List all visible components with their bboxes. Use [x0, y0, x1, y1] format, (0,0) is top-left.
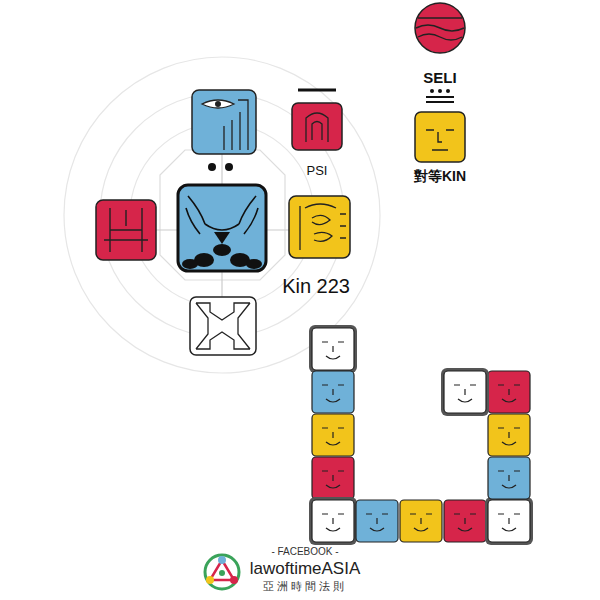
node-label: Kin 223: [282, 275, 350, 297]
glyph-tile: [485, 497, 533, 545]
node-label: PSI: [307, 164, 328, 178]
glyph-tile: [444, 500, 486, 542]
glyph-tile: [488, 371, 530, 413]
glyph-tile: [488, 457, 530, 499]
analog-kin-node: 對等KIN: [400, 86, 480, 184]
seal-node: SELI: [405, 0, 475, 86]
glyph-tile: [312, 371, 354, 413]
glyph-tile: [488, 414, 530, 456]
glyph-tile: [356, 500, 398, 542]
node-label: 對等KIN: [414, 169, 466, 184]
brand-chinese-label: 亞洲時間法則: [263, 580, 347, 592]
brand-label: lawoftimeASIA: [250, 560, 361, 579]
facebook-label: - FACEBOOK -: [271, 546, 338, 557]
glyph-tile: [312, 457, 354, 499]
glyph-tile: [312, 414, 354, 456]
glyph-tile: [309, 325, 357, 373]
psi-node: PSI: [287, 86, 347, 178]
glyph-tile: [400, 500, 442, 542]
glyph-tile: [441, 368, 489, 416]
glyph-tile: [309, 497, 357, 545]
node-label: SELI: [423, 70, 456, 87]
kin-node: Kin 223: [178, 185, 350, 297]
